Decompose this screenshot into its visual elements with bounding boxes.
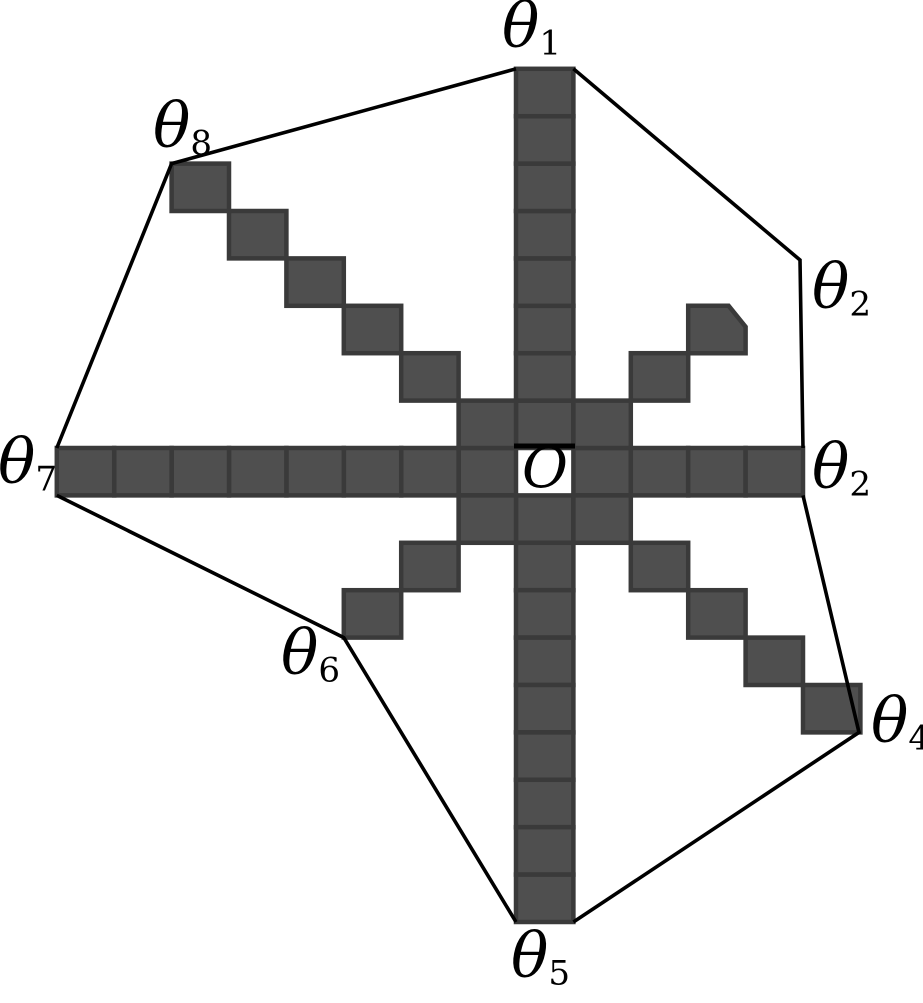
label-theta-7: θ7 bbox=[0, 431, 57, 497]
theta-subscript: 6 bbox=[318, 650, 341, 691]
grid-square bbox=[513, 587, 576, 640]
grid-square bbox=[685, 445, 748, 498]
theta-symbol: θ bbox=[812, 430, 850, 503]
theta-symbol: θ bbox=[502, 0, 540, 62]
grid-square bbox=[513, 256, 576, 309]
grid-square bbox=[513, 635, 576, 688]
theta-symbol: θ bbox=[153, 89, 191, 162]
grid-square bbox=[456, 445, 519, 498]
theta-subscript: 8 bbox=[190, 123, 213, 164]
grid-square bbox=[226, 445, 289, 498]
theta-subscript: 2 bbox=[849, 284, 872, 325]
grid-square bbox=[628, 540, 691, 593]
grid-square bbox=[513, 113, 576, 166]
grid-square bbox=[111, 445, 174, 498]
label-theta-1: θ1 bbox=[502, 0, 561, 61]
grid-square bbox=[685, 587, 748, 640]
grid-square bbox=[456, 493, 519, 546]
grid-square bbox=[513, 824, 576, 877]
label-theta-8: θ8 bbox=[153, 95, 212, 161]
outline-segment bbox=[55, 67, 517, 449]
grid-square bbox=[743, 635, 806, 688]
grid-square bbox=[513, 540, 576, 593]
grid-square bbox=[54, 445, 117, 498]
grid-square bbox=[513, 777, 576, 830]
grid-square bbox=[628, 350, 691, 403]
label-theta-2-right: θ2 bbox=[812, 436, 871, 502]
grid-square bbox=[513, 66, 576, 119]
grid-square bbox=[571, 445, 634, 498]
label-theta-5: θ5 bbox=[511, 925, 570, 991]
grid-square bbox=[456, 398, 519, 451]
label-theta-6: θ6 bbox=[281, 622, 340, 688]
outline-segment bbox=[572, 494, 862, 924]
grid-square bbox=[513, 730, 576, 783]
grid-square bbox=[571, 398, 634, 451]
grid-square bbox=[341, 445, 404, 498]
theta-subscript: 4 bbox=[908, 718, 923, 759]
theta-subscript: 2 bbox=[849, 464, 872, 505]
outline-segment bbox=[56, 493, 518, 923]
label-theta-2-upper: θ2 bbox=[812, 256, 871, 322]
grid-square bbox=[226, 208, 289, 261]
grid-square bbox=[628, 445, 691, 498]
grid-square bbox=[513, 493, 576, 546]
grid-square bbox=[398, 350, 461, 403]
label-center-O: O bbox=[522, 436, 568, 501]
theta-symbol: θ bbox=[812, 250, 850, 323]
grid-square bbox=[169, 161, 232, 214]
outline-segment bbox=[572, 67, 805, 449]
theta-symbol: θ bbox=[511, 919, 549, 992]
grid-square bbox=[341, 587, 404, 640]
theta-symbol: θ bbox=[871, 684, 909, 757]
grid-square bbox=[513, 872, 576, 925]
grid-square bbox=[398, 445, 461, 498]
theta-subscript: 1 bbox=[539, 23, 562, 64]
grid-square bbox=[513, 682, 576, 735]
grid-square bbox=[513, 350, 576, 403]
grid-square bbox=[513, 208, 576, 261]
grid-square bbox=[398, 540, 461, 593]
grid-square bbox=[169, 445, 232, 498]
grid-square bbox=[743, 445, 806, 498]
theta-symbol: θ bbox=[0, 425, 36, 498]
grid-square-beveled bbox=[685, 303, 748, 356]
theta-subscript: 5 bbox=[548, 953, 571, 994]
grid-square bbox=[284, 256, 347, 309]
label-theta-4: θ4 bbox=[871, 690, 923, 756]
grid-square bbox=[341, 303, 404, 356]
theta-subscript: 7 bbox=[35, 459, 58, 500]
theta-symbol: θ bbox=[281, 616, 319, 689]
grid-square bbox=[513, 303, 576, 356]
grid-square bbox=[513, 161, 576, 214]
grid-square bbox=[284, 445, 347, 498]
grid-square bbox=[571, 493, 634, 546]
